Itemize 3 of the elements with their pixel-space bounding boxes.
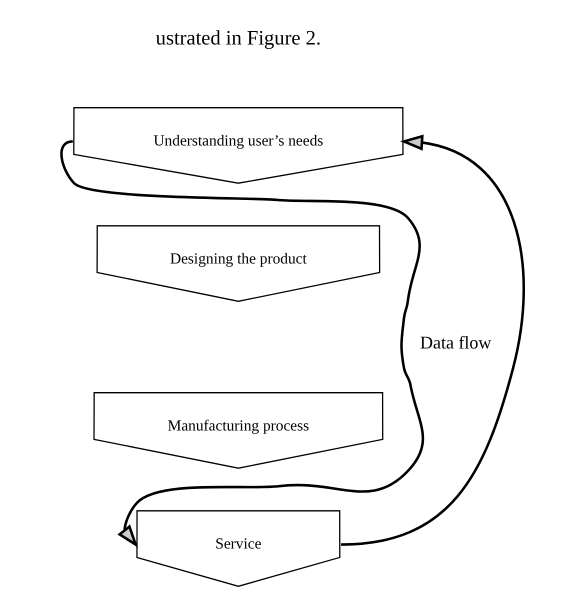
label: ustrated in Figure 2. (156, 27, 322, 50)
arrow (341, 134, 525, 546)
edge-label: Data flow (420, 332, 492, 352)
